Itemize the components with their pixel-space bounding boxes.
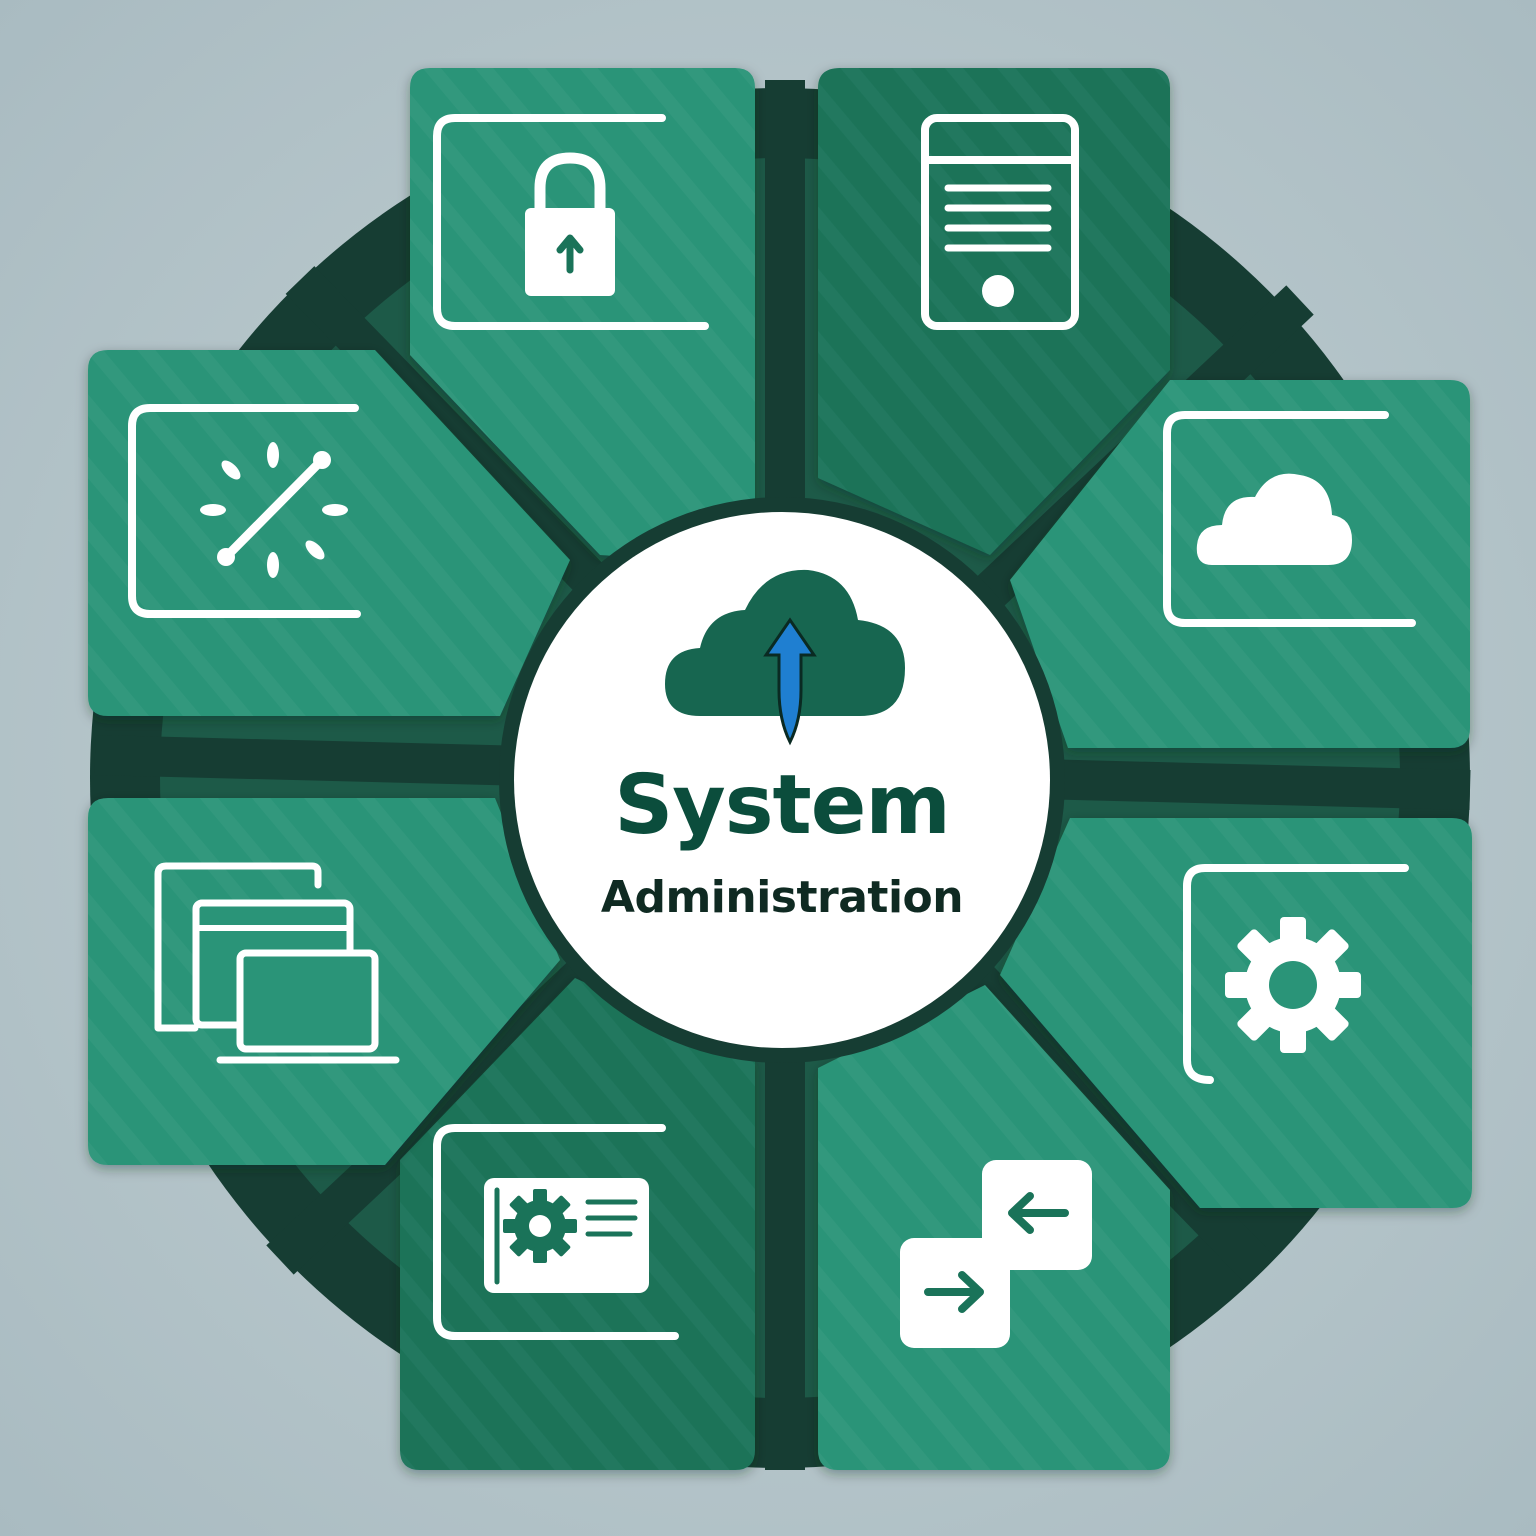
hub-title: System bbox=[614, 758, 951, 853]
segment-settings[interactable] bbox=[1000, 818, 1472, 1208]
segment-server[interactable] bbox=[818, 68, 1170, 555]
cloud-icon bbox=[1163, 411, 1416, 627]
padlock-icon bbox=[433, 114, 709, 330]
segment-tools[interactable] bbox=[88, 350, 570, 716]
windows-icon bbox=[154, 862, 400, 1064]
gear-icon bbox=[1183, 864, 1409, 1084]
transfer-arrows-icon bbox=[900, 1160, 1092, 1348]
cloud-upload-icon bbox=[665, 569, 905, 746]
server-icon bbox=[921, 114, 1079, 330]
tools-icon bbox=[128, 404, 361, 618]
gear-card-icon bbox=[433, 1124, 679, 1340]
hub-circle bbox=[514, 512, 1050, 1048]
segment-security[interactable] bbox=[410, 68, 755, 565]
hub-subtitle: Administration bbox=[600, 872, 964, 923]
